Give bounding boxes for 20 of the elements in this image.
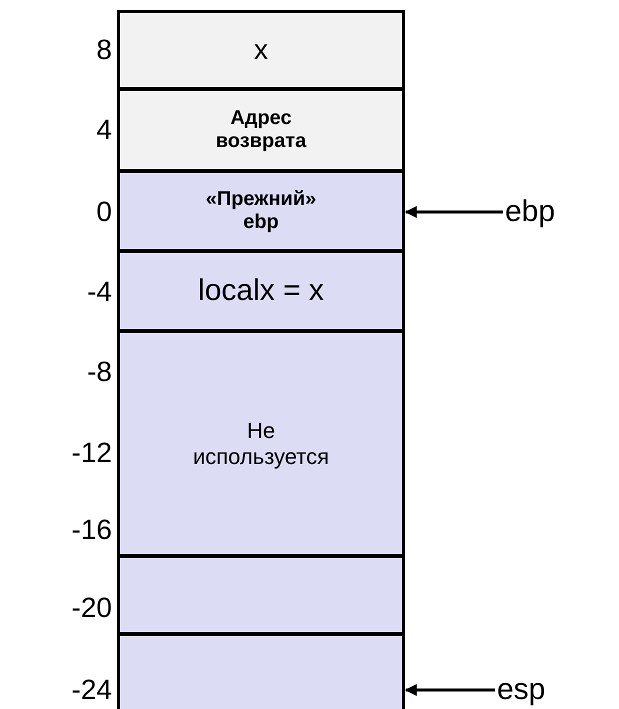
empty-stack-cell xyxy=(117,555,405,635)
offset-label: 8 xyxy=(95,34,112,66)
offset-label: -12 xyxy=(70,437,112,469)
empty-stack-cell xyxy=(117,633,405,709)
offset-label: -20 xyxy=(70,592,112,624)
pointer-label: ebp xyxy=(505,195,556,229)
offset-label: -8 xyxy=(86,356,112,388)
stack-cell: Адрес возврата xyxy=(117,88,405,172)
stack-cell: «Прежний» ebp xyxy=(117,170,405,252)
pointer-arrow xyxy=(404,684,495,696)
offset-label: -24 xyxy=(70,674,112,706)
offset-label: 0 xyxy=(95,196,112,228)
stack-cell: Не используется xyxy=(117,330,405,557)
pointer-arrow xyxy=(404,206,503,218)
offset-label: 4 xyxy=(95,114,112,146)
offset-label: -4 xyxy=(86,276,112,308)
stack-cell: localx = x xyxy=(117,250,405,332)
offset-label: -16 xyxy=(70,514,112,546)
pointer-label: esp xyxy=(497,673,546,707)
stack-cell: x xyxy=(117,10,405,90)
